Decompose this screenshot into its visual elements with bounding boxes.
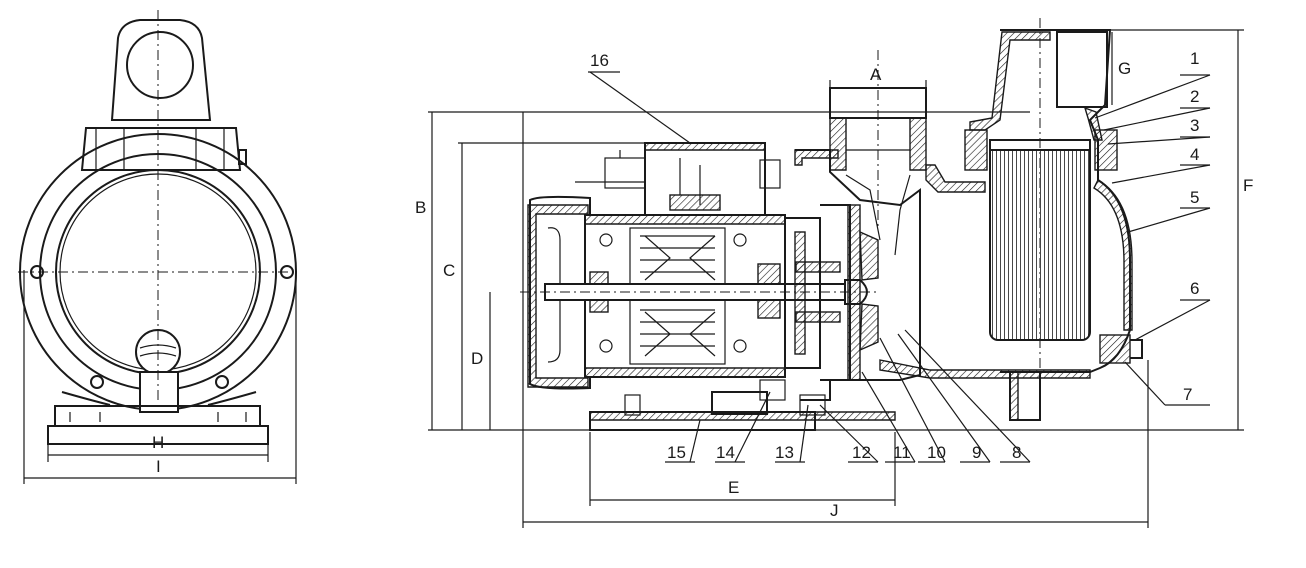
part-number-2: 2 — [1190, 87, 1199, 106]
dim-label-d: D — [471, 349, 483, 368]
leader-lines — [588, 71, 1211, 463]
part-number-3: 3 — [1190, 116, 1199, 135]
dim-label-j: J — [830, 501, 839, 520]
part-number-4: 4 — [1190, 145, 1199, 164]
dim-label-h: H — [152, 433, 164, 452]
part-number-12: 12 — [852, 443, 871, 462]
part-number-6: 6 — [1190, 279, 1199, 298]
dimension-lines — [428, 29, 1244, 528]
part-number-1: 1 — [1190, 49, 1199, 68]
part-number-9: 9 — [972, 443, 981, 462]
dim-label-a: A — [870, 65, 882, 84]
part-number-7: 7 — [1183, 385, 1192, 404]
part-number-11: 11 — [893, 443, 911, 462]
part-number-15: 15 — [667, 443, 686, 462]
dim-label-e: E — [728, 478, 739, 497]
part-number-10: 10 — [927, 443, 946, 462]
part-number-8: 8 — [1012, 443, 1021, 462]
front-view — [18, 10, 298, 484]
dim-label-i: I — [156, 457, 161, 476]
dim-label-g: G — [1118, 59, 1131, 78]
dim-label-f: F — [1243, 176, 1253, 195]
part-number-16: 16 — [590, 51, 609, 70]
part-number-14: 14 — [716, 443, 735, 462]
part-number-13: 13 — [775, 443, 794, 462]
dim-label-c: C — [443, 261, 455, 280]
part-number-5: 5 — [1190, 188, 1199, 207]
dim-label-b: B — [415, 198, 426, 217]
section-view — [428, 18, 1244, 528]
